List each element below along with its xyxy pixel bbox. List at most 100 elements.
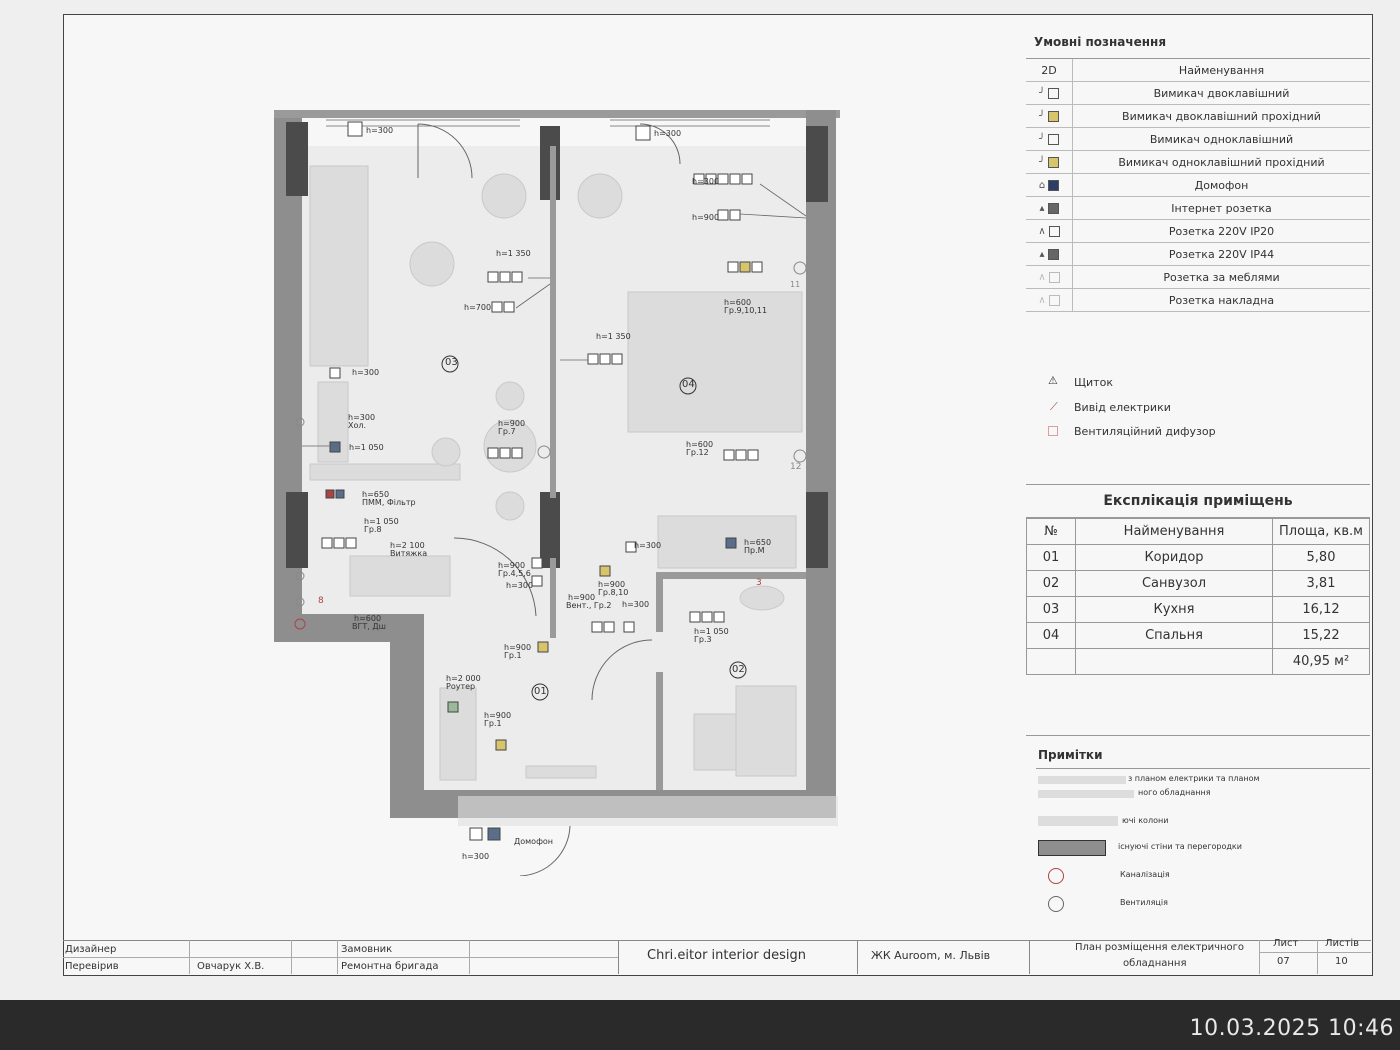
- intercom-icon: [1048, 180, 1060, 191]
- notes-panel: Примітки з планом електрики та планом но…: [1026, 736, 1370, 936]
- entrance-area: [458, 796, 838, 826]
- vent-diffuser-icon: [1048, 426, 1058, 436]
- annot-h900-gr456: h=900: [498, 561, 526, 570]
- annot-h900-bedroom: h=900: [692, 213, 720, 222]
- annot-h900-vent: h=900: [568, 593, 596, 602]
- annot-h300-hol: h=300: [348, 413, 376, 422]
- wire-outlet-icon: ⟋: [1050, 400, 1058, 413]
- expl-name: Санвузол: [1075, 570, 1273, 597]
- annot-vytyazhka: Витяжка: [390, 549, 428, 558]
- vent-diffusers: [294, 261, 807, 630]
- room-number-01: 01: [534, 686, 547, 697]
- expl-header-no: №: [1026, 518, 1076, 545]
- annot-h300-hall: h=300: [622, 600, 650, 609]
- annot-gr1b: Гр.1: [484, 719, 502, 728]
- designer-label: Дизайнер: [65, 944, 117, 955]
- expl-no: 04: [1026, 622, 1076, 649]
- notes-columns: ючі колони: [1122, 816, 1169, 825]
- sewer-icon: [1048, 868, 1064, 884]
- annot-h2100: h=2 100: [390, 541, 425, 550]
- room-number-04: 04: [682, 379, 695, 390]
- sheet-number: 07: [1277, 956, 1290, 967]
- legend-item: Розетка 220V IP20: [1072, 219, 1370, 243]
- legend-title: Умовні позначення: [1026, 26, 1370, 59]
- notes-line2: ного обладнання: [1138, 788, 1211, 797]
- expl-name: Коридор: [1075, 544, 1273, 571]
- socket-ip20-icon: [1048, 226, 1060, 237]
- client-label: Замовник: [341, 944, 393, 955]
- two-key-switch-icon: [1048, 88, 1060, 99]
- expl-area: 15,22: [1272, 622, 1370, 649]
- vent-icon: [1048, 896, 1064, 912]
- legend-item: Вимикач одноклавішний: [1072, 127, 1370, 151]
- blurred-text: [1038, 776, 1126, 784]
- expl-header-name: Найменування: [1075, 518, 1273, 545]
- expl-name: Кухня: [1075, 596, 1273, 623]
- annot-h650: h=650: [362, 490, 390, 499]
- sheet-label: Лист: [1273, 938, 1299, 949]
- annot-gr3: Гр.3: [694, 635, 712, 644]
- blurred-swatch: [1038, 816, 1118, 826]
- annot-vgt: ВГТ, Дш: [352, 622, 386, 631]
- annot-h1050-gr8: h=1 050: [364, 517, 399, 526]
- client-name: Ремонтна бригада: [341, 961, 439, 972]
- legend-extra-item: Щиток: [1074, 376, 1113, 389]
- wires: [302, 183, 807, 447]
- legend-item: Вимикач одноклавішний прохідний: [1072, 150, 1370, 174]
- doors: [417, 123, 681, 876]
- one-key-switch-icon: [1048, 134, 1060, 145]
- legend-col-name: Найменування: [1072, 59, 1370, 82]
- room-number-03: 03: [445, 357, 458, 368]
- annot-pmm: ПММ, Фільтр: [362, 498, 416, 507]
- annot-h300-intercom: h=300: [462, 852, 490, 861]
- annot-h1350-bedroom: h=1 350: [596, 332, 631, 341]
- legend-extra: ⚠ Щиток ⟋ Вивід електрики Вентиляційний …: [1026, 312, 1370, 485]
- annot-num8: 8: [318, 596, 324, 606]
- legend-item: Інтернет розетка: [1072, 196, 1370, 220]
- annot-hol: Хол.: [348, 421, 367, 430]
- annot-h1350-kitchen: h=1 350: [496, 249, 531, 258]
- furniture-socket-icon: [1048, 272, 1060, 283]
- drawing-sheet: 03 04 01 02 h=300 h=300 h=300 h=900 h=1 …: [0, 0, 1400, 1000]
- table-row-total: 40,95 м²: [1026, 648, 1370, 675]
- annot-num3: 3: [756, 578, 762, 588]
- checked-name: Овчарук Х.В.: [197, 961, 265, 972]
- electrical-devices: [321, 121, 763, 841]
- annot-h300-door: h=300: [634, 541, 662, 550]
- expl-header-area: Площа, кв.м: [1272, 518, 1370, 545]
- annot-router: Роутер: [446, 682, 476, 691]
- annot-gr810: Гр.8,10: [598, 588, 629, 597]
- blurred-text: [1038, 790, 1134, 798]
- annot-num12: 12: [790, 462, 802, 472]
- legend-item: Вимикач двоклавішний: [1072, 81, 1370, 105]
- annot-gr12: Гр.12: [686, 448, 709, 457]
- room-markers: [441, 355, 747, 701]
- annot-h600-vgt: h=600: [354, 614, 382, 623]
- room-number-02: 02: [732, 664, 745, 675]
- notes-spacer: [1026, 675, 1370, 736]
- expl-name: Спальня: [1075, 622, 1273, 649]
- annot-h2000: h=2 000: [446, 674, 481, 683]
- one-key-pass-switch-icon: [1048, 157, 1060, 168]
- expl-total: 40,95 м²: [1272, 648, 1370, 675]
- annot-h1050-gr3: h=1 050: [694, 627, 729, 636]
- expl-area: 5,80: [1272, 544, 1370, 571]
- annot-gr1: Гр.1: [504, 651, 522, 660]
- socket-ip44-icon: [1047, 249, 1059, 260]
- annot-vent-gr2: Вент., Гр.2: [566, 601, 612, 610]
- panel-triangle-icon: ⚠: [1048, 374, 1058, 387]
- expl-no: 01: [1026, 544, 1076, 571]
- legend-extra-item: Вивід електрики: [1074, 401, 1171, 414]
- expl-area: 16,12: [1272, 596, 1370, 623]
- annot-h300-kitchen: h=300: [352, 368, 380, 377]
- sheets-label: Листів: [1325, 938, 1360, 949]
- annot-h300-bedroom: h=300: [692, 177, 720, 186]
- expl-no: 03: [1026, 596, 1076, 623]
- notes-title: Примітки: [1038, 748, 1103, 762]
- floor-plan: [274, 110, 840, 876]
